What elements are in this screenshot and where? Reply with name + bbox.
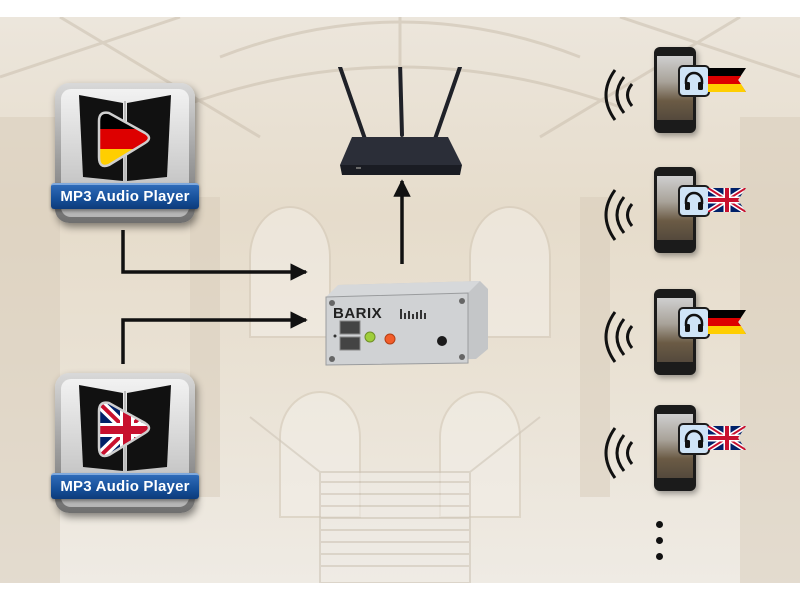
receiver-phone-english-1: [592, 163, 762, 283]
book-play-icon-english: [79, 385, 171, 471]
arrow-english-to-encoder: [121, 311, 308, 364]
router-antenna-left: [338, 67, 367, 141]
uk-flag-icon: [708, 426, 746, 450]
receiver-phone-german-2: [592, 285, 762, 405]
headphones-icon: [678, 185, 710, 217]
ellipsis-dot: [656, 521, 663, 528]
book-play-icon-german: [79, 95, 171, 181]
status-led-red: [384, 333, 396, 345]
app-icon-english[interactable]: MP3 Audio Player: [51, 373, 199, 513]
wifi-signal-waves-icon: [604, 427, 634, 479]
barix-audio-encoder: [325, 281, 488, 366]
headphones-icon: [678, 423, 710, 455]
headphone-jack: [437, 336, 447, 346]
reset-button: [333, 334, 337, 338]
wifi-signal-waves-icon: [604, 189, 634, 241]
arrow-german-to-encoder: [121, 230, 308, 281]
museum-hall-background: [0, 17, 800, 583]
receiver-phone-german-1: [592, 43, 762, 163]
barix-brand-logo: BARIX: [333, 305, 383, 322]
router-antenna-right: [433, 67, 462, 141]
app-label-english: MP3 Audio Player: [51, 473, 199, 499]
status-led-green: [364, 331, 376, 343]
usb-port-bottom: [339, 336, 361, 351]
wifi-signal-waves-icon: [604, 69, 634, 121]
germany-flag-icon: [708, 68, 746, 92]
app-label-german: MP3 Audio Player: [51, 183, 199, 209]
connection-arrows: [121, 179, 411, 364]
wifi-signal-waves-icon: [604, 311, 634, 363]
router-antenna-center: [398, 67, 404, 137]
receiver-phone-english-2: [592, 401, 762, 521]
ellipsis-dot: [656, 553, 663, 560]
uk-flag-icon: [708, 188, 746, 212]
diagram-canvas: MP3 Audio Player MP3 Audio Player: [0, 17, 800, 583]
usb-port-top: [339, 320, 361, 335]
wifi-router: [338, 67, 462, 175]
headphones-icon: [678, 65, 710, 97]
headphones-icon: [678, 307, 710, 339]
app-icon-german[interactable]: MP3 Audio Player: [51, 83, 199, 223]
ellipsis-dot: [656, 537, 663, 544]
germany-flag-icon: [708, 310, 746, 334]
